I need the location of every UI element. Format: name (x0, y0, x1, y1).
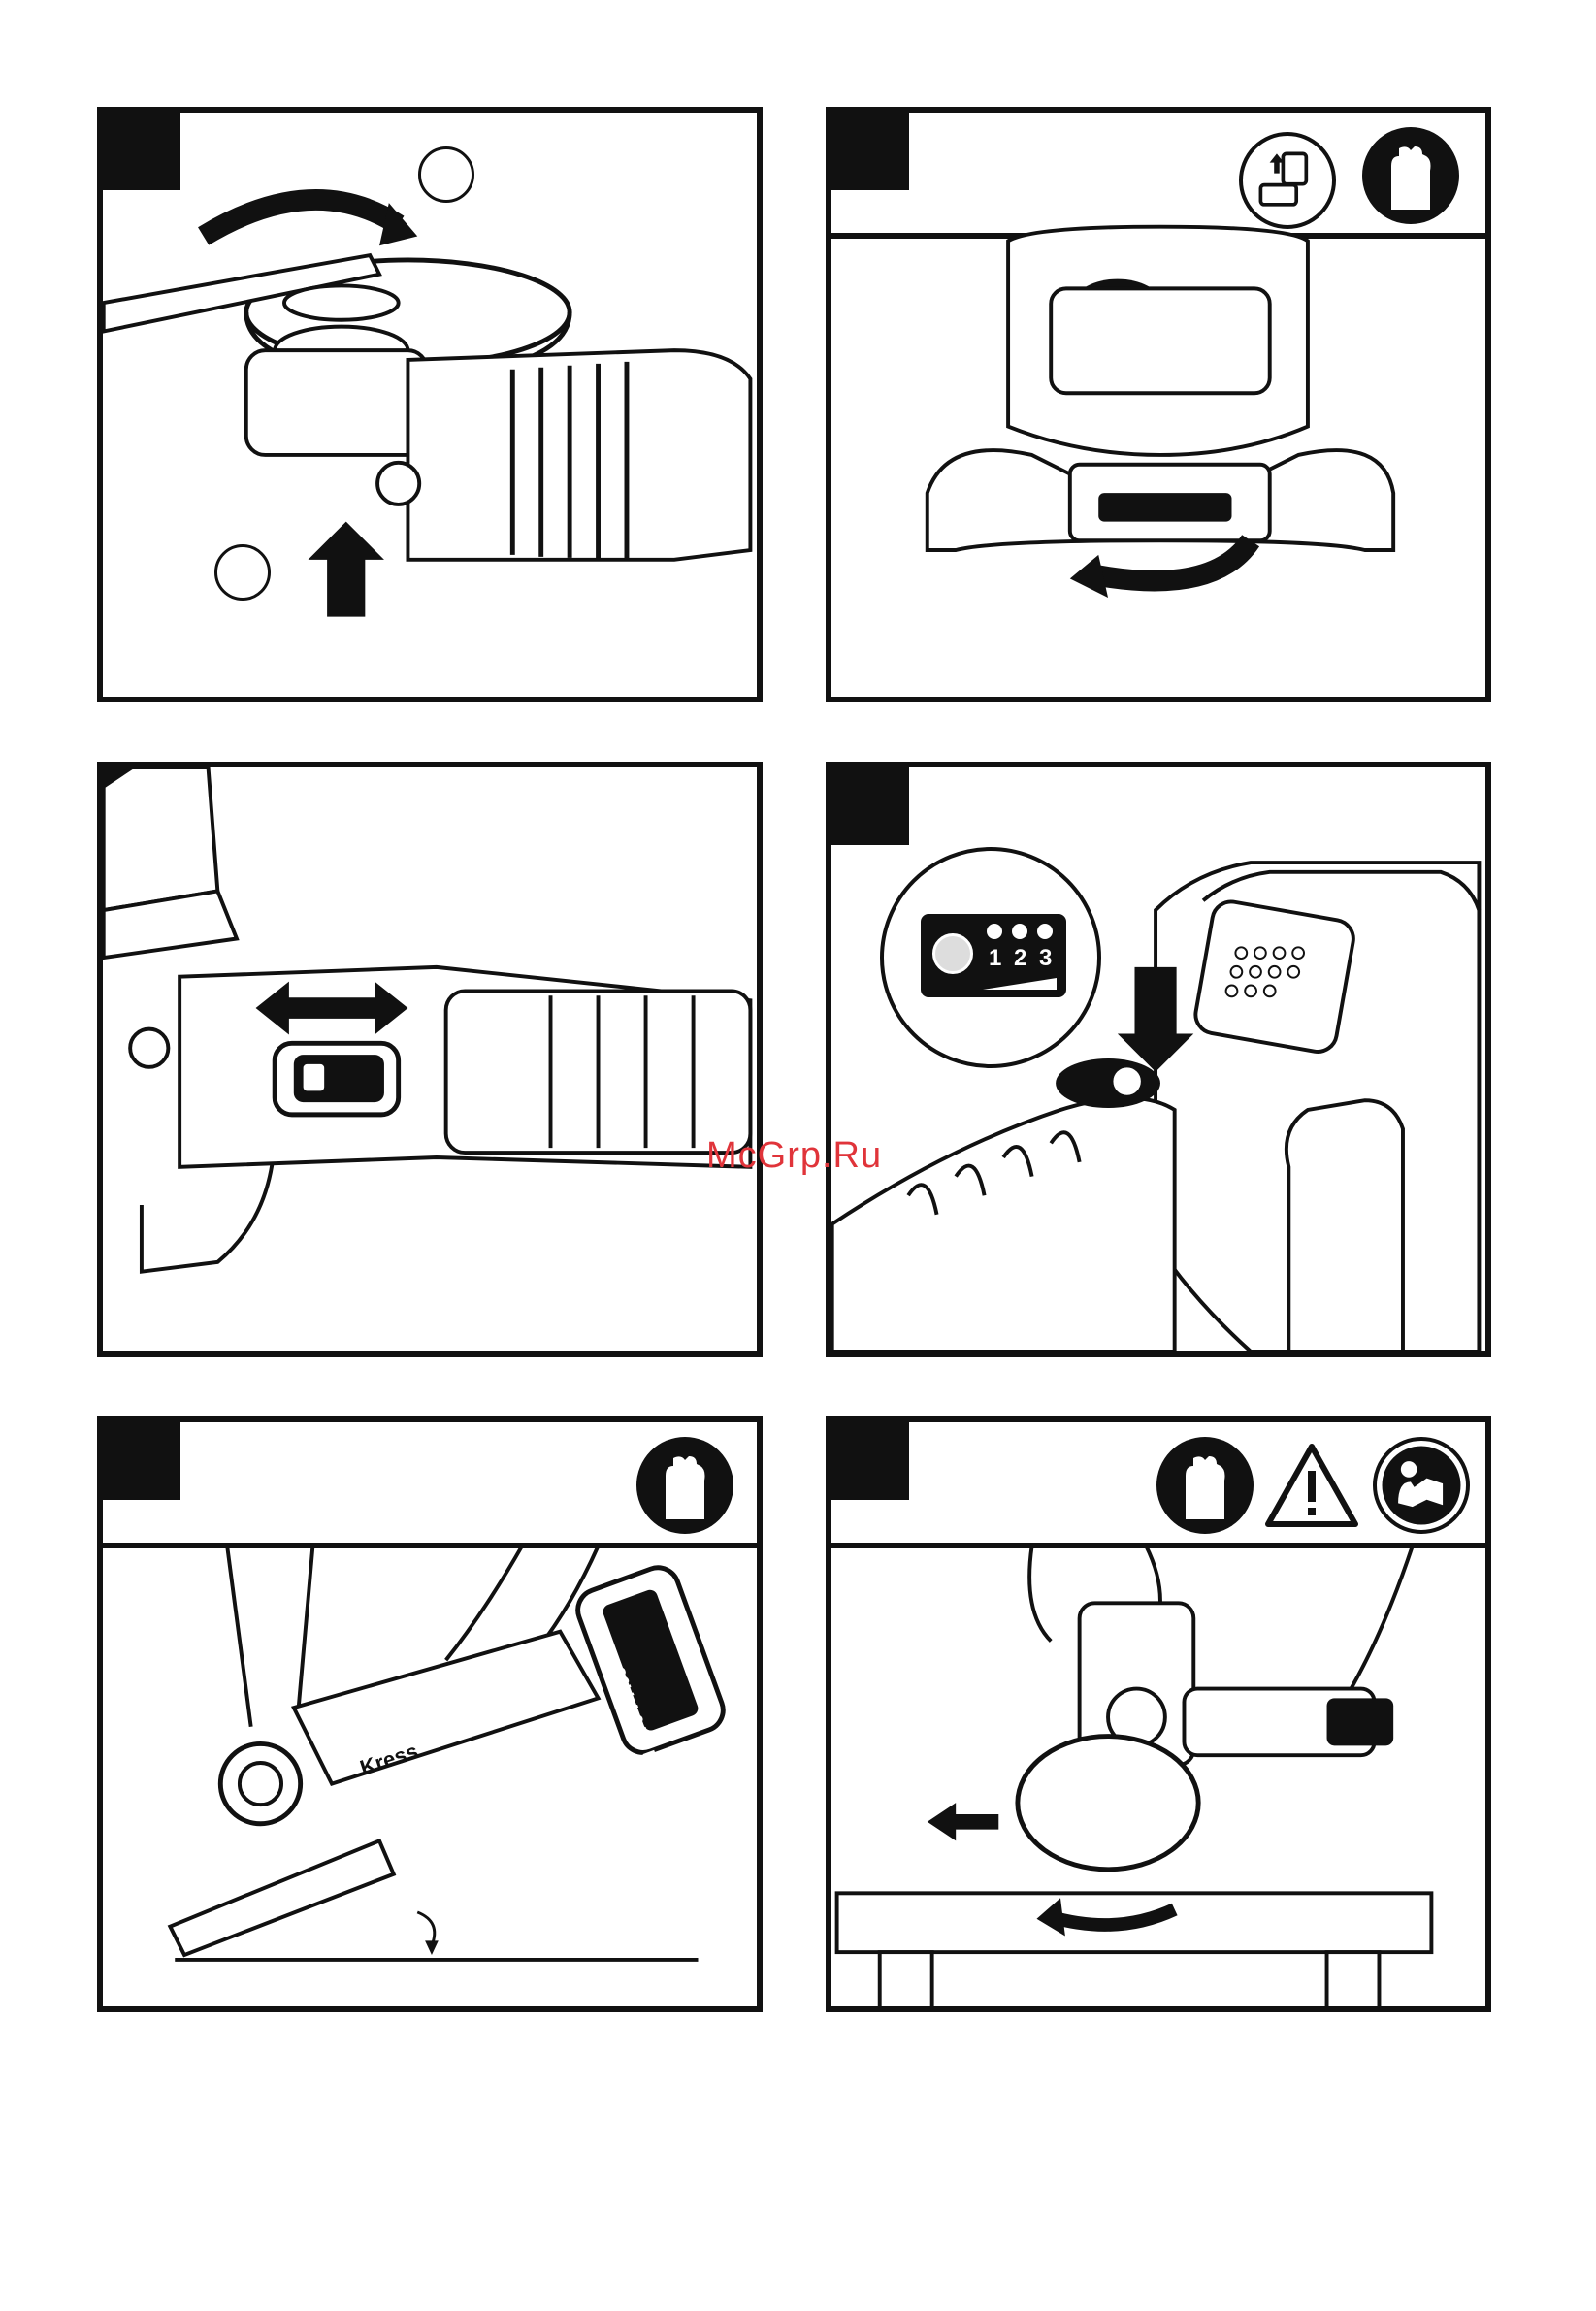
grinder-hold-illustration (103, 1422, 757, 2006)
panel-5: 20V 4.0Ah POWERSHARE Kress (97, 1416, 763, 2012)
indicator-label-3: 3 (1039, 945, 1052, 972)
grinder-switch-illustration (103, 767, 757, 1351)
battery-indicator-illustration (831, 767, 1485, 1351)
indicator-label-1: 1 (989, 945, 1001, 972)
cutting-illustration (831, 1422, 1485, 2006)
indicator-panel: 1 2 3 (921, 914, 1066, 997)
indicator-magnifier: 1 2 3 (880, 847, 1101, 1068)
led-3-icon (1037, 924, 1053, 939)
grinder-guard-rotate-illustration (831, 113, 1485, 697)
watermark: McGrp.Ru (706, 1135, 882, 1177)
charge-level-wedge (983, 978, 1057, 990)
battery-check-button (932, 933, 973, 974)
panel-1 (97, 107, 763, 702)
led-2-icon (1012, 924, 1027, 939)
panel-6 (826, 1416, 1491, 2012)
callout-circle-bottom (214, 544, 271, 601)
callout-circle-top (418, 146, 474, 203)
indicator-label-2: 2 (1014, 945, 1026, 972)
panel-3 (97, 762, 763, 1357)
led-1-icon (987, 924, 1002, 939)
panel-4: 1 2 3 (826, 762, 1491, 1357)
grinder-guard-illustration (103, 113, 757, 697)
panel-2 (826, 107, 1491, 702)
